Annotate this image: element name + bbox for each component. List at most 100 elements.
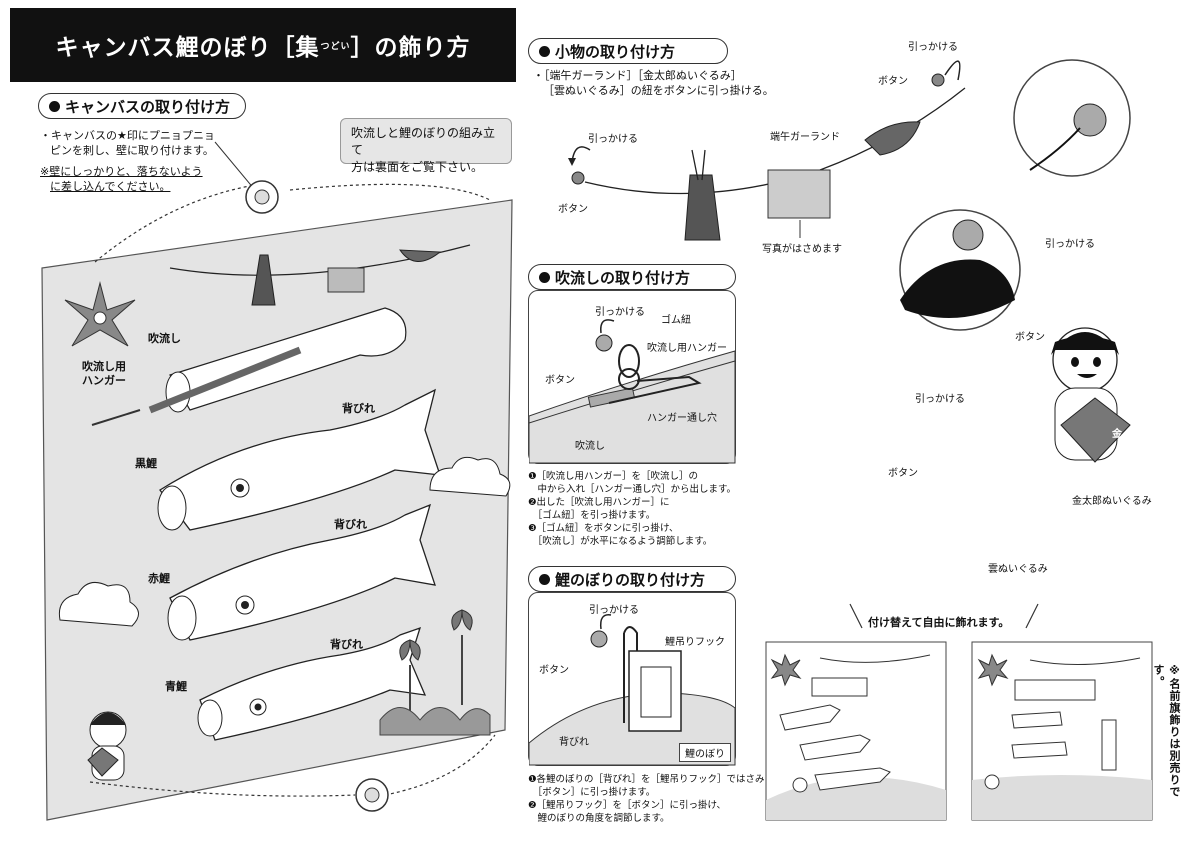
arrow-icon	[600, 319, 615, 334]
iris-flower-icon	[451, 609, 473, 705]
mini-fan-ornament	[399, 249, 442, 262]
label-photo: 写真がはさめます	[762, 244, 842, 255]
fk-step-2b: ［ゴム紐］を引っ掛けます。	[528, 510, 656, 521]
label-button-d: ボタン	[888, 468, 918, 479]
canvas-note-3: ※壁にしっかりと、落ちないよう	[40, 165, 203, 178]
label-fk-gomu: ゴム紐	[661, 315, 691, 326]
fk-step-3b: ［吹流し］が水平になるよう調節します。	[528, 536, 713, 547]
canvas-note-4: に差し込んでください。	[50, 180, 171, 193]
rearrange-side-note: ※名前旗飾りは別売りです。	[1152, 664, 1181, 798]
label-fukinagashi: 吹流し	[148, 332, 181, 345]
label-kumo: 雲ぬいぐるみ	[988, 564, 1048, 575]
garland-photo-card	[767, 169, 831, 219]
label-kin-mark: 金	[1112, 429, 1122, 440]
garland-kabuto-ornament	[684, 174, 721, 241]
layout-example-1	[765, 641, 947, 821]
label-hikkakeru-d: 引っかける	[915, 394, 965, 405]
label-fk-fuki: 吹流し	[575, 441, 605, 452]
button-icon	[595, 334, 613, 352]
title-ruby: つどい	[320, 41, 351, 52]
bullet-dot-icon	[49, 100, 60, 112]
canvas-note-1: ・キャンバスの★印にプニョプニョ	[40, 129, 215, 142]
zoom-circle-garland	[1013, 59, 1131, 177]
arrow-b-icon	[944, 60, 961, 81]
button-icon	[590, 630, 608, 648]
fukinagashi-steps: ❶［吹流し用ハンガー］を［吹流し］の 中から入れ［ハンガー通し穴］から出します。…	[528, 470, 736, 548]
koinobori-steps: ❶各鯉のぼりの［背びれ］を［鯉吊りフック］ではさみ ［ボタン］に引っ掛けます。 …	[528, 773, 765, 825]
fk-step-1a: ❶［吹流し用ハンガー］を［吹流し］の	[528, 471, 699, 482]
button-b-icon	[931, 73, 945, 87]
title-text-c: ］の飾り方	[350, 35, 471, 61]
label-kintaro: 金太郎ぬいぐるみ	[1072, 496, 1152, 507]
fukinagashi-heading-text: 吹流しの取り付け方	[555, 268, 691, 287]
label-button-b: ボタン	[878, 76, 908, 87]
note-leader-line	[214, 141, 256, 191]
label-sebire-2: 背びれ	[334, 518, 367, 531]
fk-step-1b: 中から入れ［ハンガー通し穴］から出します。	[528, 484, 737, 495]
fukinagashi-streamer-icon	[148, 307, 407, 414]
canvas-instructions: ・キャンバスの★印にプニョプニョ ピンを刺し、壁に取り付けます。 ※壁にしっかり…	[40, 128, 215, 194]
rearrange-caption: 付け替えて自由に飾れます。	[868, 616, 1010, 629]
label-kb-sebire: 背びれ	[559, 737, 589, 748]
koinobori-heading-text: 鯉のぼりの取り付け方	[555, 570, 706, 589]
fukinagashi-diagram-frame: 引っかける ゴム紐 吹流し用ハンガー ボタン ハンガー通し穴 吹流し	[528, 290, 736, 464]
assembly-note-1: 吹流しと鯉のぼりの組み立て	[351, 126, 496, 157]
label-hikkakeru-c: 引っかける	[1045, 239, 1095, 250]
kintaro-doll-large-icon	[1051, 327, 1131, 463]
assembly-note-box: 吹流しと鯉のぼりの組み立て 方は裏面をご覧下さい。	[340, 118, 512, 174]
label-sebire-1: 背びれ	[342, 402, 375, 415]
canvas-note-2: ピンを刺し、壁に取り付けます。	[50, 144, 214, 157]
page-title: キャンバス鯉のぼり［集つどい］の飾り方	[10, 8, 516, 82]
arrow-icon	[599, 614, 612, 630]
hanger-rod	[91, 409, 141, 426]
accessory-note-2: ［雲ぬいぐるみ］の紐をボタンに引っ掛ける。	[543, 84, 774, 97]
label-fk-hanger: 吹流し用ハンガー	[647, 343, 727, 354]
kb-step-2a: ❷［鯉吊りフック］を［ボタン］に引っ掛け、	[528, 800, 727, 811]
accessory-note-1: ・［端午ガーランド］［金太郎ぬいぐるみ］	[533, 69, 742, 82]
canvas-section-heading: キャンバスの取り付け方	[38, 93, 246, 119]
assembly-note-2: 方は裏面をご覧下さい。	[351, 160, 484, 174]
fukinagashi-section-heading: 吹流しの取り付け方	[528, 264, 736, 290]
mini-photo-card	[327, 267, 365, 293]
zoom-button-icon	[1073, 103, 1107, 137]
label-aogoi: 青鯉	[165, 680, 187, 693]
label-garland: 端午ガーランド	[770, 132, 840, 143]
fukinagashi-diagram	[529, 319, 736, 464]
label-button-a: ボタン	[558, 204, 588, 215]
canvas-heading-text: キャンバスの取り付け方	[65, 97, 231, 116]
layout-example-2	[971, 641, 1153, 821]
koinobori-diagram-frame: 引っかける 鯉吊りフック ボタン 背びれ 鯉のぼり	[528, 592, 736, 766]
dotted-guide-bottom-right	[384, 734, 496, 796]
blue-koi-icon	[197, 626, 427, 741]
fk-step-2a: ❷出した［吹流し用ハンガー］に	[528, 497, 670, 508]
red-koi-icon	[167, 503, 436, 641]
label-akagoi: 赤鯉	[148, 572, 170, 585]
koinobori-section-heading: 鯉のぼりの取り付け方	[528, 566, 736, 592]
label-hikkakeru-a: 引っかける	[588, 134, 638, 145]
kb-step-1a: ❶各鯉のぼりの［背びれ］を［鯉吊りフック］ではさみ	[528, 774, 765, 785]
label-sebire-3: 背びれ	[330, 638, 363, 651]
title-text-a: キャンバス鯉のぼり［	[55, 35, 296, 61]
button-a-icon	[571, 171, 585, 185]
label-fk-hikkakeru: 引っかける	[595, 307, 645, 318]
bullet-dot-icon	[539, 45, 550, 57]
label-kb-button: ボタン	[539, 665, 569, 676]
kb-step-1b: ［ボタン］に引っ掛けます。	[528, 787, 656, 798]
black-koi-icon	[157, 388, 441, 531]
label-kb-hikkakeru: 引っかける	[589, 605, 639, 616]
garland-fan-ornament	[864, 121, 921, 156]
dotted-guide-top-right	[289, 183, 491, 201]
mini-kabuto-ornament	[251, 254, 276, 306]
label-fk-button: ボタン	[545, 375, 575, 386]
label-fk-hole: ハンガー通し穴	[647, 413, 717, 424]
cloud-icon	[58, 581, 139, 627]
bullet-dot-icon	[539, 573, 550, 585]
zoom-button-icon	[952, 219, 984, 251]
cloud-icon	[429, 456, 511, 497]
label-kb-hook: 鯉吊りフック	[665, 637, 725, 648]
bullet-dot-icon	[539, 271, 550, 283]
accessory-instructions: ・［端午ガーランド］［金太郎ぬいぐるみ］ ［雲ぬいぐるみ］の紐をボタンに引っ掛け…	[533, 68, 774, 98]
kintaro-doll-icon	[87, 711, 127, 781]
